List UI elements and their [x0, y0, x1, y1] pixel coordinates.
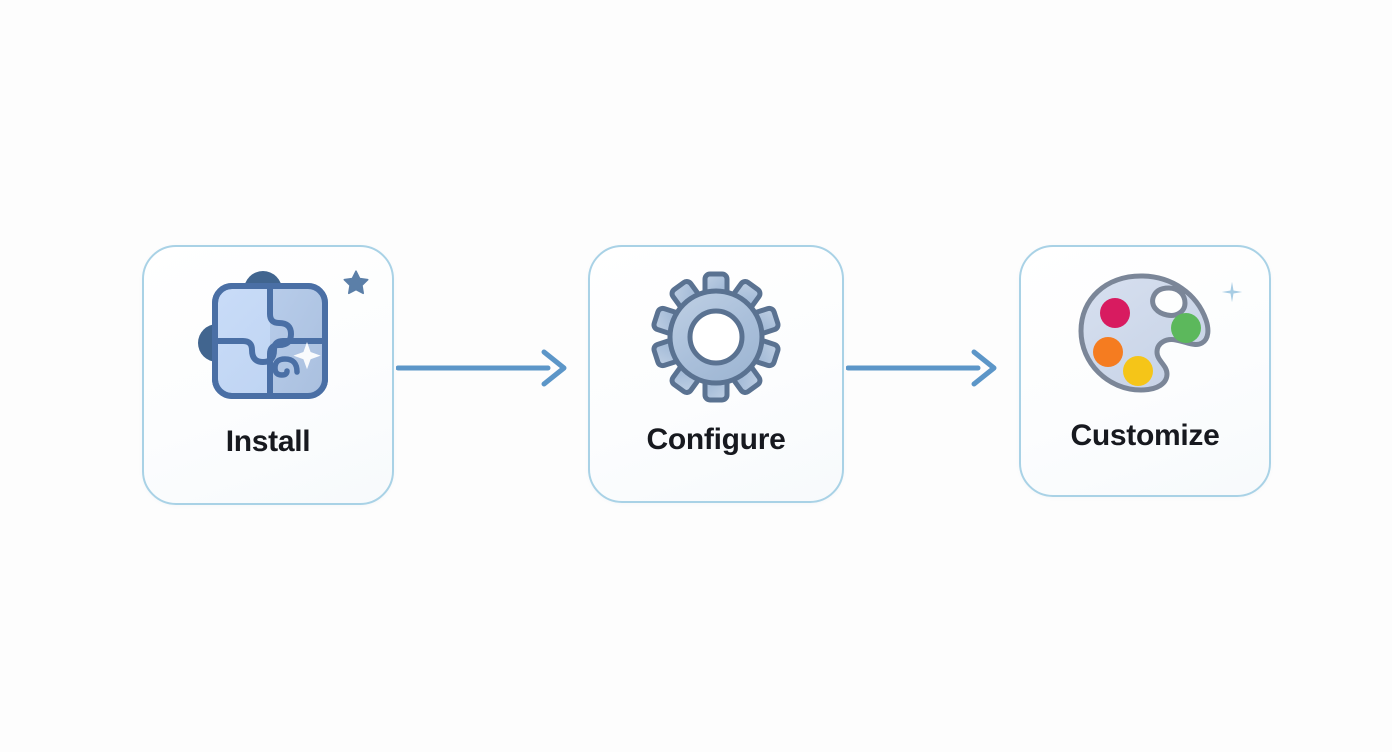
step-card-install[interactable]: Install	[142, 245, 394, 505]
step-label-install: Install	[225, 425, 311, 458]
paint-palette-icon	[1075, 271, 1215, 395]
connector-arrow-configure-to-customize	[846, 348, 998, 388]
puzzle-piece-icon	[193, 268, 343, 406]
customize-icon-area	[1021, 247, 1269, 419]
step-card-customize[interactable]: Customize	[1019, 245, 1271, 497]
steps-row: Install	[0, 245, 1392, 507]
palette-dot-green	[1171, 313, 1201, 343]
palette-dot-orange	[1093, 337, 1123, 367]
install-icon-area	[144, 247, 392, 427]
palette-dot-crimson	[1100, 298, 1130, 328]
step-label-configure: Configure	[646, 423, 786, 456]
palette-dot-yellow	[1123, 356, 1153, 386]
step-card-configure[interactable]: Configure	[588, 245, 844, 503]
gear-icon	[649, 270, 783, 404]
connector-arrow-install-to-configure	[396, 348, 568, 388]
step-label-customize: Customize	[1070, 419, 1220, 452]
configure-icon-area	[590, 247, 842, 427]
